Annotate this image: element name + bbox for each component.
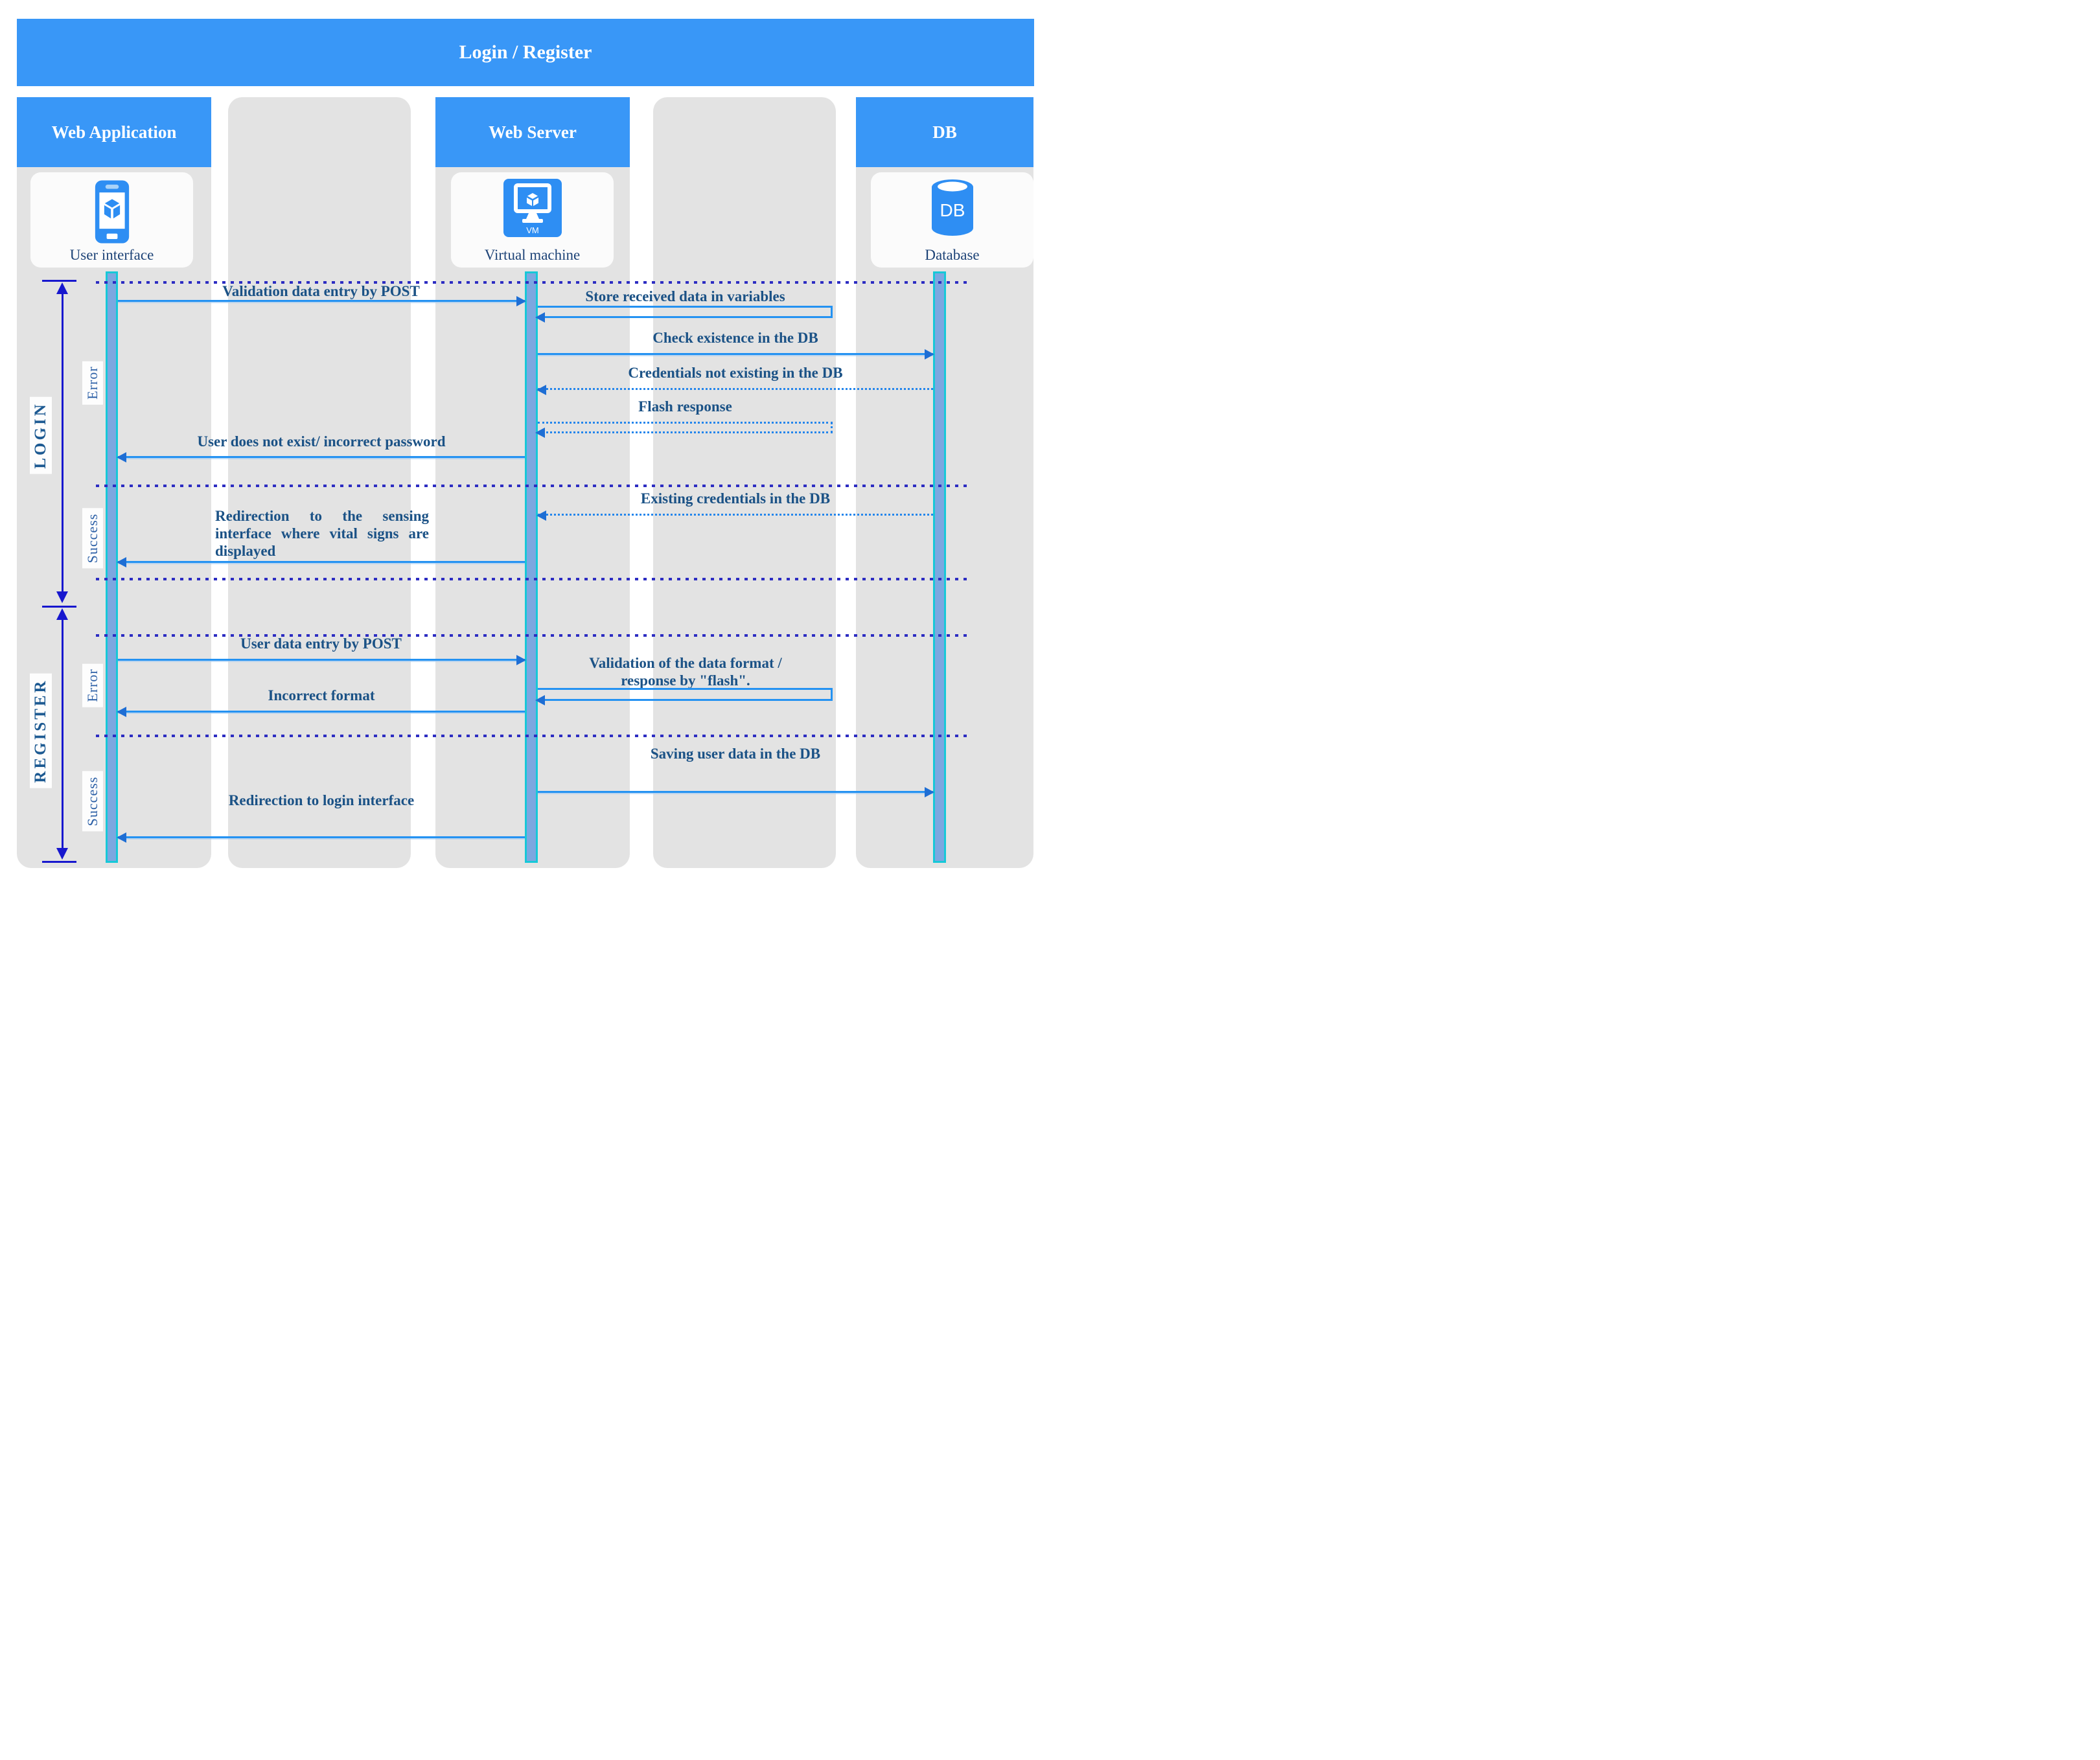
message-arrow <box>117 451 525 463</box>
virtual-machine-icon: VM <box>451 179 614 237</box>
message-arrow <box>538 349 934 360</box>
login-bracket-line <box>56 282 68 603</box>
arrowhead-right-icon <box>925 349 934 360</box>
phase-label-login-success: Success <box>82 508 103 569</box>
message-arrow <box>538 786 934 797</box>
lifeline-web-application <box>106 271 118 863</box>
actor-card-user-interface: User interface <box>30 172 193 268</box>
header-web-server: Web Server <box>435 97 630 167</box>
caption-database: Database <box>925 247 980 263</box>
bracket-tick <box>42 861 76 863</box>
arrowhead-left-icon <box>537 385 546 395</box>
message-arrow-dashed <box>537 510 933 521</box>
header-web-application-label: Web Application <box>51 122 177 142</box>
db-icon-text: DB <box>940 200 965 220</box>
message-label: Validation of the data format / response… <box>589 655 782 689</box>
message-label: Store received data in variables <box>585 288 785 304</box>
bracket-tick <box>42 280 76 282</box>
message-arrow-dashed <box>537 385 933 395</box>
separator-line <box>96 281 972 284</box>
arrowhead-left-icon <box>535 695 545 705</box>
sequence-diagram: Login / Register Web Application Web Ser… <box>0 0 1050 880</box>
register-bracket-line <box>56 608 68 860</box>
self-message-loop-dashed <box>535 422 833 438</box>
arrowhead-left-icon <box>117 706 126 717</box>
message-label: Flash response <box>638 398 732 415</box>
message-arrow <box>118 654 526 665</box>
message-label: Credentials not existing in the DB <box>628 365 843 381</box>
separator-line <box>96 634 972 637</box>
message-arrow <box>117 832 525 843</box>
arrowhead-left-icon <box>117 451 126 463</box>
header-web-application: Web Application <box>17 97 211 167</box>
phase-label-register-error: Error <box>82 663 103 707</box>
message-label: Check existence in the DB <box>652 330 818 346</box>
separator-line <box>96 735 972 737</box>
self-message-loop <box>535 688 833 705</box>
message-label: User does not exist/ incorrect password <box>197 433 446 450</box>
phase-label-login-error: Error <box>82 361 103 405</box>
actor-card-database: DB Database <box>871 172 1033 268</box>
separator-line <box>96 485 972 487</box>
lifeline-db <box>933 271 946 863</box>
separator-line <box>96 578 972 580</box>
arrowhead-left-icon <box>535 428 545 438</box>
message-arrow <box>117 706 525 717</box>
bracket-tick <box>42 606 76 608</box>
arrowhead-left-icon <box>535 312 545 323</box>
phase-label-register-success: Success <box>82 771 103 832</box>
vm-icon-text: VM <box>526 225 539 235</box>
arrowhead-left-icon <box>117 832 126 843</box>
arrowhead-right-icon <box>516 654 526 665</box>
message-label: Redirection to the sensing interface whe… <box>215 508 429 559</box>
message-arrow <box>117 556 525 567</box>
message-label: Saving user data in the DB <box>650 746 821 762</box>
message-label: Validation data entry by POST <box>222 283 420 299</box>
header-db: DB <box>856 97 1033 167</box>
arrowhead-left-icon <box>117 556 126 567</box>
caption-user-interface: User interface <box>69 247 154 263</box>
title-bar: Login / Register <box>17 19 1034 86</box>
arrowhead-right-icon <box>516 295 526 306</box>
message-label: Existing credentials in the DB <box>640 490 831 507</box>
self-message-loop <box>535 306 833 323</box>
arrow-up-icon <box>56 608 68 620</box>
smartphone-icon <box>30 179 193 245</box>
page-title: Login / Register <box>459 41 592 63</box>
arrowhead-left-icon <box>537 510 546 521</box>
actor-card-virtual-machine: VM Virtual machine <box>451 172 614 268</box>
arrow-down-icon <box>56 591 68 603</box>
section-label-login: LOGIN <box>30 396 52 474</box>
message-label: Incorrect format <box>268 687 375 703</box>
arrow-down-icon <box>56 848 68 860</box>
lane-spacer-1 <box>228 97 411 868</box>
message-label: User data entry by POST <box>240 635 402 652</box>
arrow-up-icon <box>56 282 68 294</box>
lifeline-web-server <box>525 271 538 863</box>
header-db-label: DB <box>932 122 957 142</box>
caption-virtual-machine: Virtual machine <box>484 247 581 263</box>
database-icon: DB <box>871 179 1033 238</box>
header-web-server-label: Web Server <box>489 122 577 142</box>
message-label: Redirection to login interface <box>228 792 415 808</box>
lane-spacer-2 <box>653 97 836 868</box>
message-arrow <box>118 295 526 306</box>
section-label-register: REGISTER <box>30 673 52 788</box>
arrowhead-right-icon <box>925 786 934 797</box>
